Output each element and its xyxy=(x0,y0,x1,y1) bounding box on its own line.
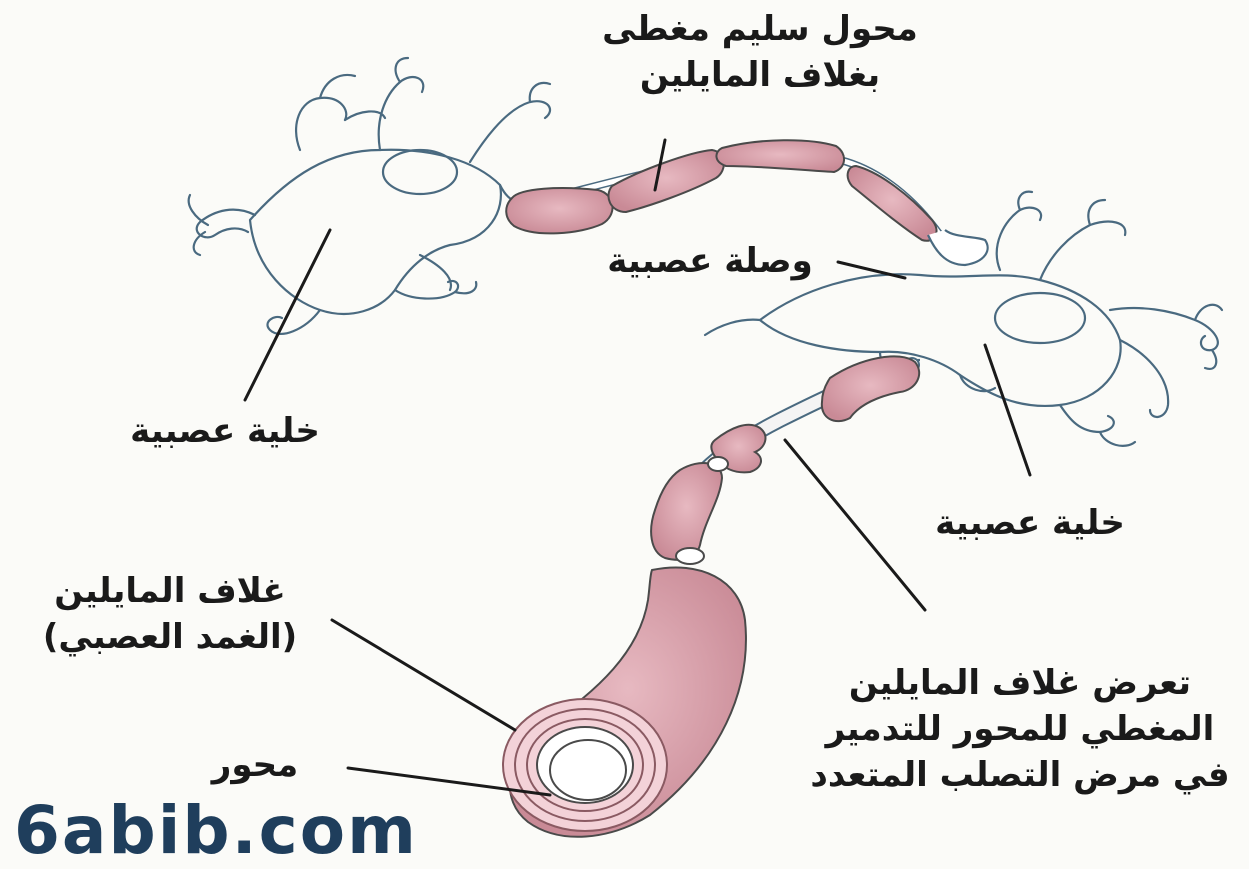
label-myelin-sheath-line2: (الغمد العصبي) xyxy=(20,614,320,660)
myelin-segment-4 xyxy=(848,166,937,241)
label-axon: محور xyxy=(180,742,330,788)
axon-terminal xyxy=(928,230,988,265)
label-healthy-axon-line1: محول سليم مغطى xyxy=(570,6,950,52)
leader-damage xyxy=(785,440,925,610)
nucleus-right xyxy=(995,293,1085,343)
label-healthy-axon-line2: بغلاف المايلين xyxy=(570,52,950,98)
label-damage: تعرض غلاف المايلين المغطي للمحور للتدمير… xyxy=(800,660,1240,798)
label-nerve-cell-left: خلية عصبية xyxy=(100,408,350,454)
label-synapse: وصلة عصبية xyxy=(585,238,835,284)
label-myelin-sheath: غلاف المايلين (الغمد العصبي) xyxy=(20,568,320,660)
myelin-segment-1 xyxy=(506,188,612,233)
label-damage-line2: المغطي للمحور للتدمير xyxy=(800,706,1240,752)
label-nerve-cell-right: خلية عصبية xyxy=(905,500,1155,546)
leader-nerve-cell-right xyxy=(985,345,1030,475)
watermark-logo: 6abib.com xyxy=(14,796,418,866)
leader-myelin-sheath xyxy=(332,620,515,730)
nerve-cell-right xyxy=(705,192,1222,446)
damaged-myelin-segment-1 xyxy=(822,356,919,421)
damaged-myelin-segment-3 xyxy=(651,463,722,560)
label-damage-line1: تعرض غلاف المايلين xyxy=(800,660,1240,706)
label-healthy-axon: محول سليم مغطى بغلاف المايلين xyxy=(570,6,950,98)
label-damage-line3: في مرض التصلب المتعدد xyxy=(800,752,1240,798)
nerve-cell-left xyxy=(189,58,550,334)
label-myelin-sheath-line1: غلاف المايلين xyxy=(20,568,320,614)
axon-core xyxy=(550,740,626,800)
myelin-segment-3 xyxy=(716,140,844,172)
myelin-segment-2 xyxy=(608,150,723,212)
nucleus-left xyxy=(383,150,457,194)
